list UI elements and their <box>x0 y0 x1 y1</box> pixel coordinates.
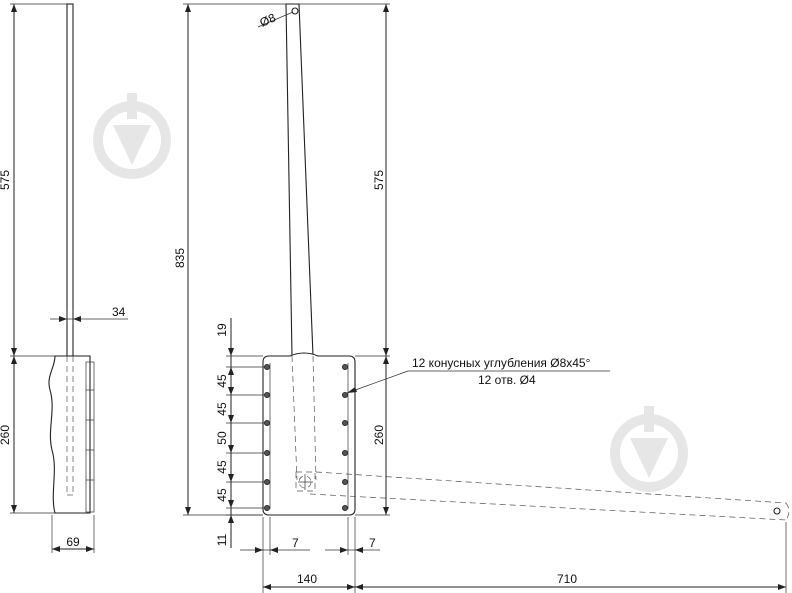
note-holes: 12 отв. Ø4 <box>478 373 536 387</box>
dim-side-rod: 34 <box>112 305 126 319</box>
side-plate <box>85 361 95 513</box>
dim-spacing-1: 45 <box>215 374 229 388</box>
top-hole <box>291 7 299 15</box>
mounting-holes <box>263 363 348 511</box>
side-view: 575 260 34 69 <box>0 3 128 553</box>
dim-spacing-3: 50 <box>215 431 229 445</box>
front-rod <box>285 3 314 357</box>
side-rod <box>66 3 74 357</box>
dim-side-bottom: 260 <box>0 425 12 445</box>
dim-arm-length: 710 <box>557 572 577 586</box>
front-base <box>262 352 356 516</box>
note-countersink: 12 конусных углубления Ø8х45° <box>412 356 591 370</box>
dim-side-top: 575 <box>0 170 12 190</box>
side-base <box>48 355 91 514</box>
watermark-logo-right <box>610 406 688 492</box>
watermark-logo-left <box>93 93 171 179</box>
dim-total-height: 835 <box>173 248 187 268</box>
dim-spacing-bottom: 11 <box>215 533 229 546</box>
dim-edge-left: 7 <box>292 536 299 550</box>
dim-spacing-4: 45 <box>215 460 229 474</box>
dim-spacing-5: 45 <box>215 488 229 502</box>
dim-hole-diameter: Ø8 <box>258 10 279 29</box>
dim-side-width: 69 <box>66 535 80 549</box>
front-view: Ø8 835 575 260 1 <box>173 3 790 593</box>
dim-spacing-top: 19 <box>215 323 229 337</box>
dim-base-width: 140 <box>297 572 317 586</box>
dim-spacing-2: 45 <box>215 402 229 416</box>
dim-front-bottom: 260 <box>372 425 386 445</box>
dim-edge-right: 7 <box>369 536 376 550</box>
dim-front-top: 575 <box>372 170 386 190</box>
swing-arm <box>309 471 790 521</box>
